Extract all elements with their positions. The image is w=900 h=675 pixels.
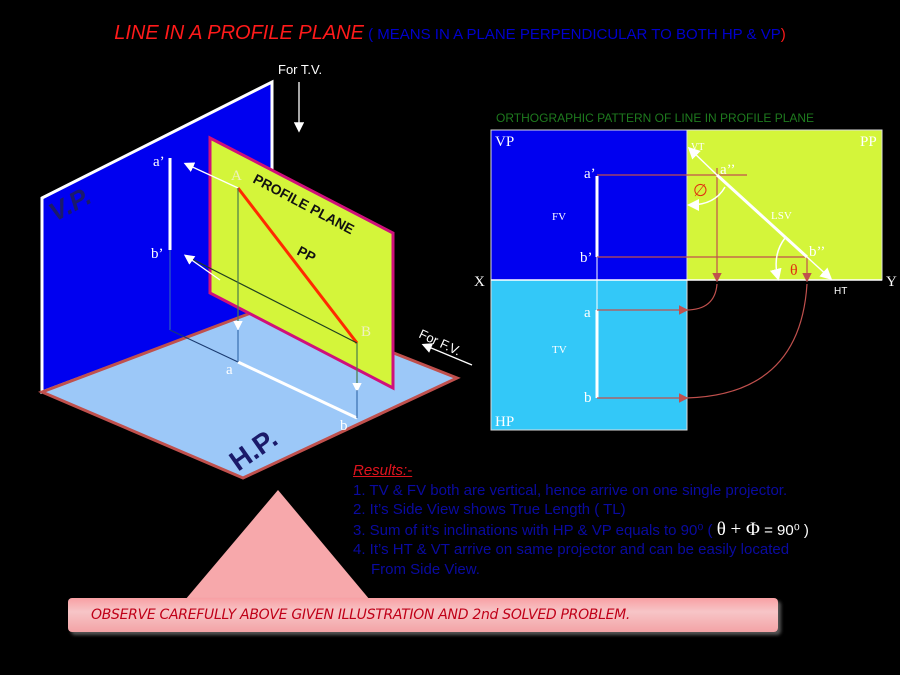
label-a-ddash: a’’ (720, 162, 736, 178)
label-ht: HT (834, 286, 847, 297)
banner-text: OBSERVE CAREFULLY ABOVE GIVEN ILLUSTRATI… (91, 607, 631, 623)
result-item: From Side View. (371, 560, 480, 578)
label-pp: PP (860, 134, 877, 150)
result-item: 3. Sum of it’s inclinations with HP & VP… (353, 519, 809, 541)
decorative-triangle (185, 490, 370, 600)
point-A: A (231, 168, 242, 184)
results-heading: Results:- (353, 462, 413, 479)
result-item: 4. It’s HT & VT arrive on same projector… (353, 541, 790, 558)
ortho-pp (686, 129, 883, 281)
point-B: B (361, 324, 371, 340)
slide-title: LINE IN A PROFILE PLANE ( MEANS IN A PLA… (114, 22, 786, 44)
fv-direction-arrow (421, 343, 473, 366)
label-tv: TV (552, 344, 567, 356)
results-block: Results:- 1. TV & FV both are vertical, … (353, 461, 809, 579)
label-phi: ∅ (693, 181, 708, 200)
label-hp: HP (495, 414, 514, 430)
ortho-hp (490, 279, 688, 431)
label-y: Y (886, 274, 897, 290)
label-theta: θ (790, 262, 798, 279)
point-a-dash: a’ (153, 154, 165, 170)
label-a: a (584, 305, 591, 321)
label-vt: VT (691, 142, 704, 153)
label-b-dash: b’ (580, 250, 593, 266)
point-a: a (226, 362, 233, 378)
label-fv: FV (552, 211, 566, 223)
label-b-ddash: b’’ (809, 244, 825, 260)
ortho-vp (490, 129, 688, 281)
label-vp: VP (495, 134, 514, 150)
formula-expression: θ + Φ (716, 518, 760, 540)
point-b: b (340, 418, 348, 434)
label-a-dash: a’ (584, 166, 596, 182)
result-item: 2. It’s Side View shows True Length ( TL… (353, 501, 626, 518)
profile-plane (208, 135, 395, 391)
label-b: b (584, 390, 592, 406)
observe-banner: OBSERVE CAREFULLY ABOVE GIVEN ILLUSTRATI… (68, 598, 778, 632)
result-text: 3. Sum of it’s inclinations with HP & VP… (353, 521, 717, 539)
result-item: 1. TV & FV both are vertical, hence arri… (353, 481, 788, 499)
formula: θ + Φ = 90⁰ ) (717, 519, 809, 540)
label-lsv: LSV (771, 210, 792, 222)
orthographic-view: ORTHOGRAPHIC PATTERN OF LINE IN PROFILE … (474, 111, 897, 431)
ortho-heading: ORTHOGRAPHIC PATTERN OF LINE IN PROFILE … (496, 111, 814, 125)
for-fv-label: For F.V. (417, 326, 464, 358)
pp-label-short: PP (295, 243, 319, 266)
pictorial-view: For T.V. For F.V. V.P. H.P. PROFILE PLAN… (37, 62, 473, 480)
top-view-line (237, 360, 358, 420)
point-b-dash: b’ (151, 246, 164, 262)
for-tv-label: For T.V. (278, 62, 322, 77)
true-line-AB (236, 187, 359, 344)
formula-result: = 90⁰ ) (759, 521, 809, 539)
label-x: X (474, 274, 485, 290)
